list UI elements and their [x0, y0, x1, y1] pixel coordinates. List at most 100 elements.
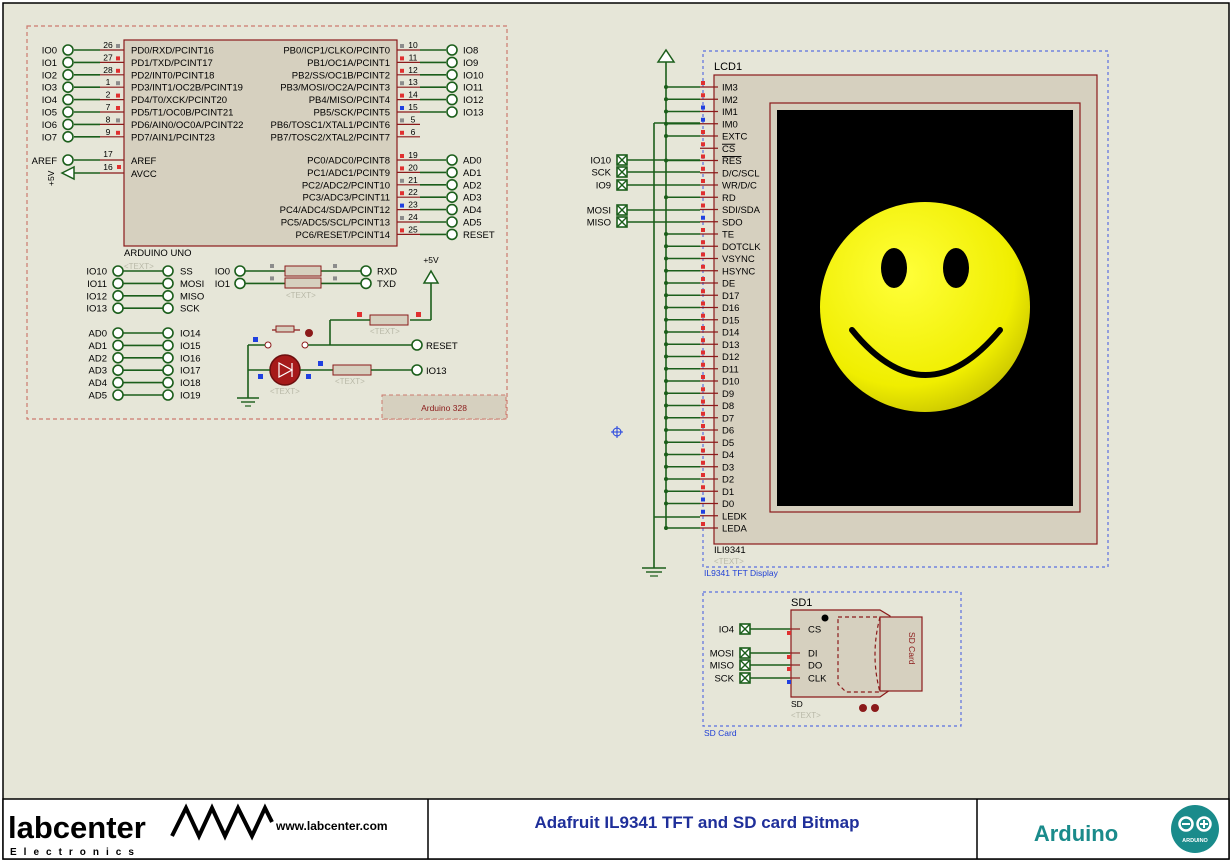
net-terminal[interactable] [112, 302, 124, 315]
net-terminal-box[interactable] [739, 672, 751, 684]
net-terminal-box[interactable] [616, 166, 628, 178]
net-terminal[interactable] [446, 69, 458, 81]
led-indicator[interactable]: IO13 <TEXT> <TEXT> [248, 354, 447, 396]
net-terminal[interactable] [112, 277, 124, 290]
net-terminal[interactable] [112, 327, 124, 339]
lcd-pin-sdi-sda[interactable]: SDI/SDA [700, 203, 761, 217]
net-terminal[interactable] [234, 277, 246, 290]
lcd-pin-d0[interactable]: D0 [664, 497, 734, 511]
lcd-pin-d14[interactable]: D14 [664, 326, 739, 339]
net-terminal[interactable] [446, 93, 458, 106]
net-terminal[interactable] [62, 131, 74, 143]
lcd-pin-wr-d-c[interactable]: WR/D/C [700, 179, 757, 192]
net-terminal-box[interactable] [739, 647, 751, 659]
net-terminal[interactable] [62, 93, 74, 106]
net-terminal[interactable] [446, 216, 458, 228]
net-terminal[interactable] [446, 179, 458, 191]
net-terminal[interactable] [162, 265, 174, 277]
lcd-pin-d7[interactable]: D7 [664, 411, 734, 425]
net-terminal[interactable] [62, 44, 74, 56]
net-terminal[interactable] [162, 351, 174, 364]
net-terminal[interactable] [360, 265, 372, 277]
lcd-pin-d10[interactable]: D10 [664, 375, 739, 388]
aref-pin[interactable]: AREF 17 AREF [32, 149, 157, 167]
net-terminal[interactable] [162, 389, 174, 401]
net-terminal-box[interactable] [616, 154, 628, 166]
lcd-pin-sdo[interactable]: SDO [700, 215, 743, 229]
lcd-pin-d3[interactable]: D3 [664, 460, 734, 474]
net-terminal[interactable] [446, 81, 458, 93]
net-terminal-box[interactable] [616, 204, 628, 216]
net-terminal[interactable] [112, 351, 124, 364]
net-terminal[interactable] [234, 265, 246, 277]
net-terminal[interactable] [446, 106, 458, 118]
reset-circuit[interactable]: +5V <TEXT> RESET [237, 255, 458, 407]
lcd-pin-leda[interactable]: LEDA [664, 522, 747, 535]
net-terminal-box[interactable] [616, 179, 628, 191]
net-terminal[interactable] [162, 327, 174, 339]
net-terminal[interactable] [446, 166, 458, 179]
lcd-pin-im1[interactable]: IM1 [664, 105, 738, 119]
lcd-pin-de[interactable]: DE [664, 277, 735, 290]
net-terminal[interactable] [162, 376, 174, 389]
net-terminal-box[interactable] [739, 623, 751, 635]
net-terminal[interactable] [62, 118, 74, 131]
lcd-pin-d1[interactable]: D1 [664, 485, 734, 498]
atmega-chip[interactable] [123, 39, 398, 247]
net-terminal[interactable] [112, 376, 124, 389]
net-terminal[interactable] [446, 44, 458, 56]
net-terminal[interactable] [446, 191, 458, 203]
net-terminal[interactable] [112, 389, 124, 401]
net-terminal[interactable] [162, 289, 174, 302]
lcd-pin-cs[interactable]: CS [700, 142, 735, 155]
net-terminal-box[interactable] [616, 216, 628, 228]
net-terminal[interactable] [446, 154, 458, 166]
net-terminal[interactable] [162, 302, 174, 315]
net-terminal[interactable] [162, 364, 174, 377]
net-terminal[interactable] [62, 69, 74, 81]
net-terminal[interactable] [62, 106, 74, 118]
avcc-pin[interactable]: 16 AVCC +5V [46, 162, 157, 186]
net-terminal[interactable] [112, 289, 124, 302]
lcd-pin-d8[interactable]: D8 [664, 399, 734, 413]
net-terminal[interactable] [360, 277, 372, 290]
lcd-pin-d11[interactable]: D11 [664, 362, 739, 376]
sd-card-socket[interactable]: SD Card [790, 609, 923, 712]
lcd-pin-extc[interactable]: EXTC [664, 130, 747, 143]
net-terminal[interactable] [162, 339, 174, 352]
net-terminal[interactable] [446, 228, 458, 241]
net-terminal[interactable] [112, 364, 124, 377]
